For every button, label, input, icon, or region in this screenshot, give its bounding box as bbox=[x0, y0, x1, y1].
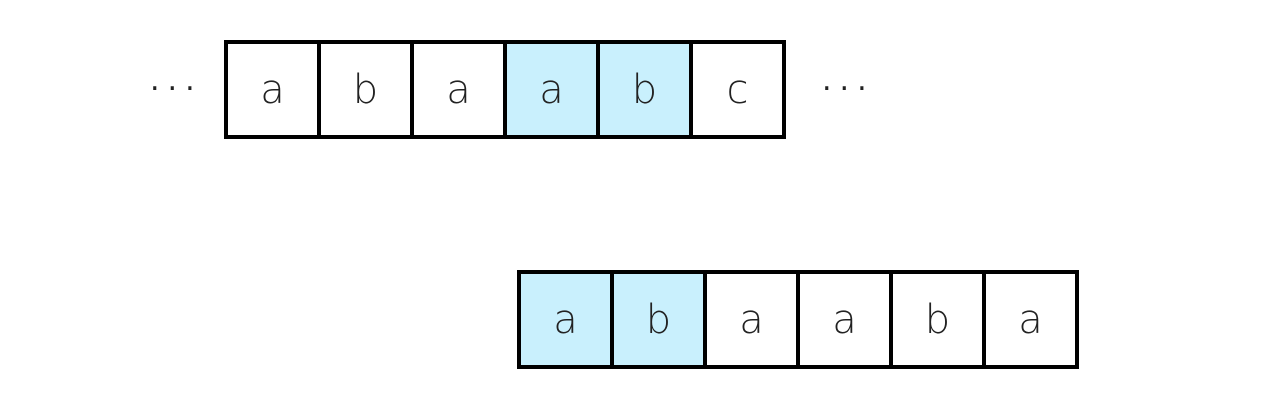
text-cell: c bbox=[689, 40, 786, 139]
pattern-cell: b bbox=[610, 270, 707, 369]
pattern-string-row: a b a a b a bbox=[517, 270, 1079, 369]
pattern-cell: a bbox=[982, 270, 1079, 369]
pattern-cell: b bbox=[889, 270, 986, 369]
text-cell: b bbox=[317, 40, 414, 139]
pattern-cell: a bbox=[796, 270, 893, 369]
text-string-row: a b a a b c bbox=[224, 40, 786, 139]
pattern-cell: a bbox=[517, 270, 614, 369]
pattern-cell: a bbox=[703, 270, 800, 369]
trailing-ellipsis: ... bbox=[822, 63, 875, 98]
leading-ellipsis: ... bbox=[150, 63, 203, 98]
text-cell: a bbox=[410, 40, 507, 139]
text-cell: a bbox=[224, 40, 321, 139]
text-cell: b bbox=[596, 40, 693, 139]
text-cell: a bbox=[503, 40, 600, 139]
